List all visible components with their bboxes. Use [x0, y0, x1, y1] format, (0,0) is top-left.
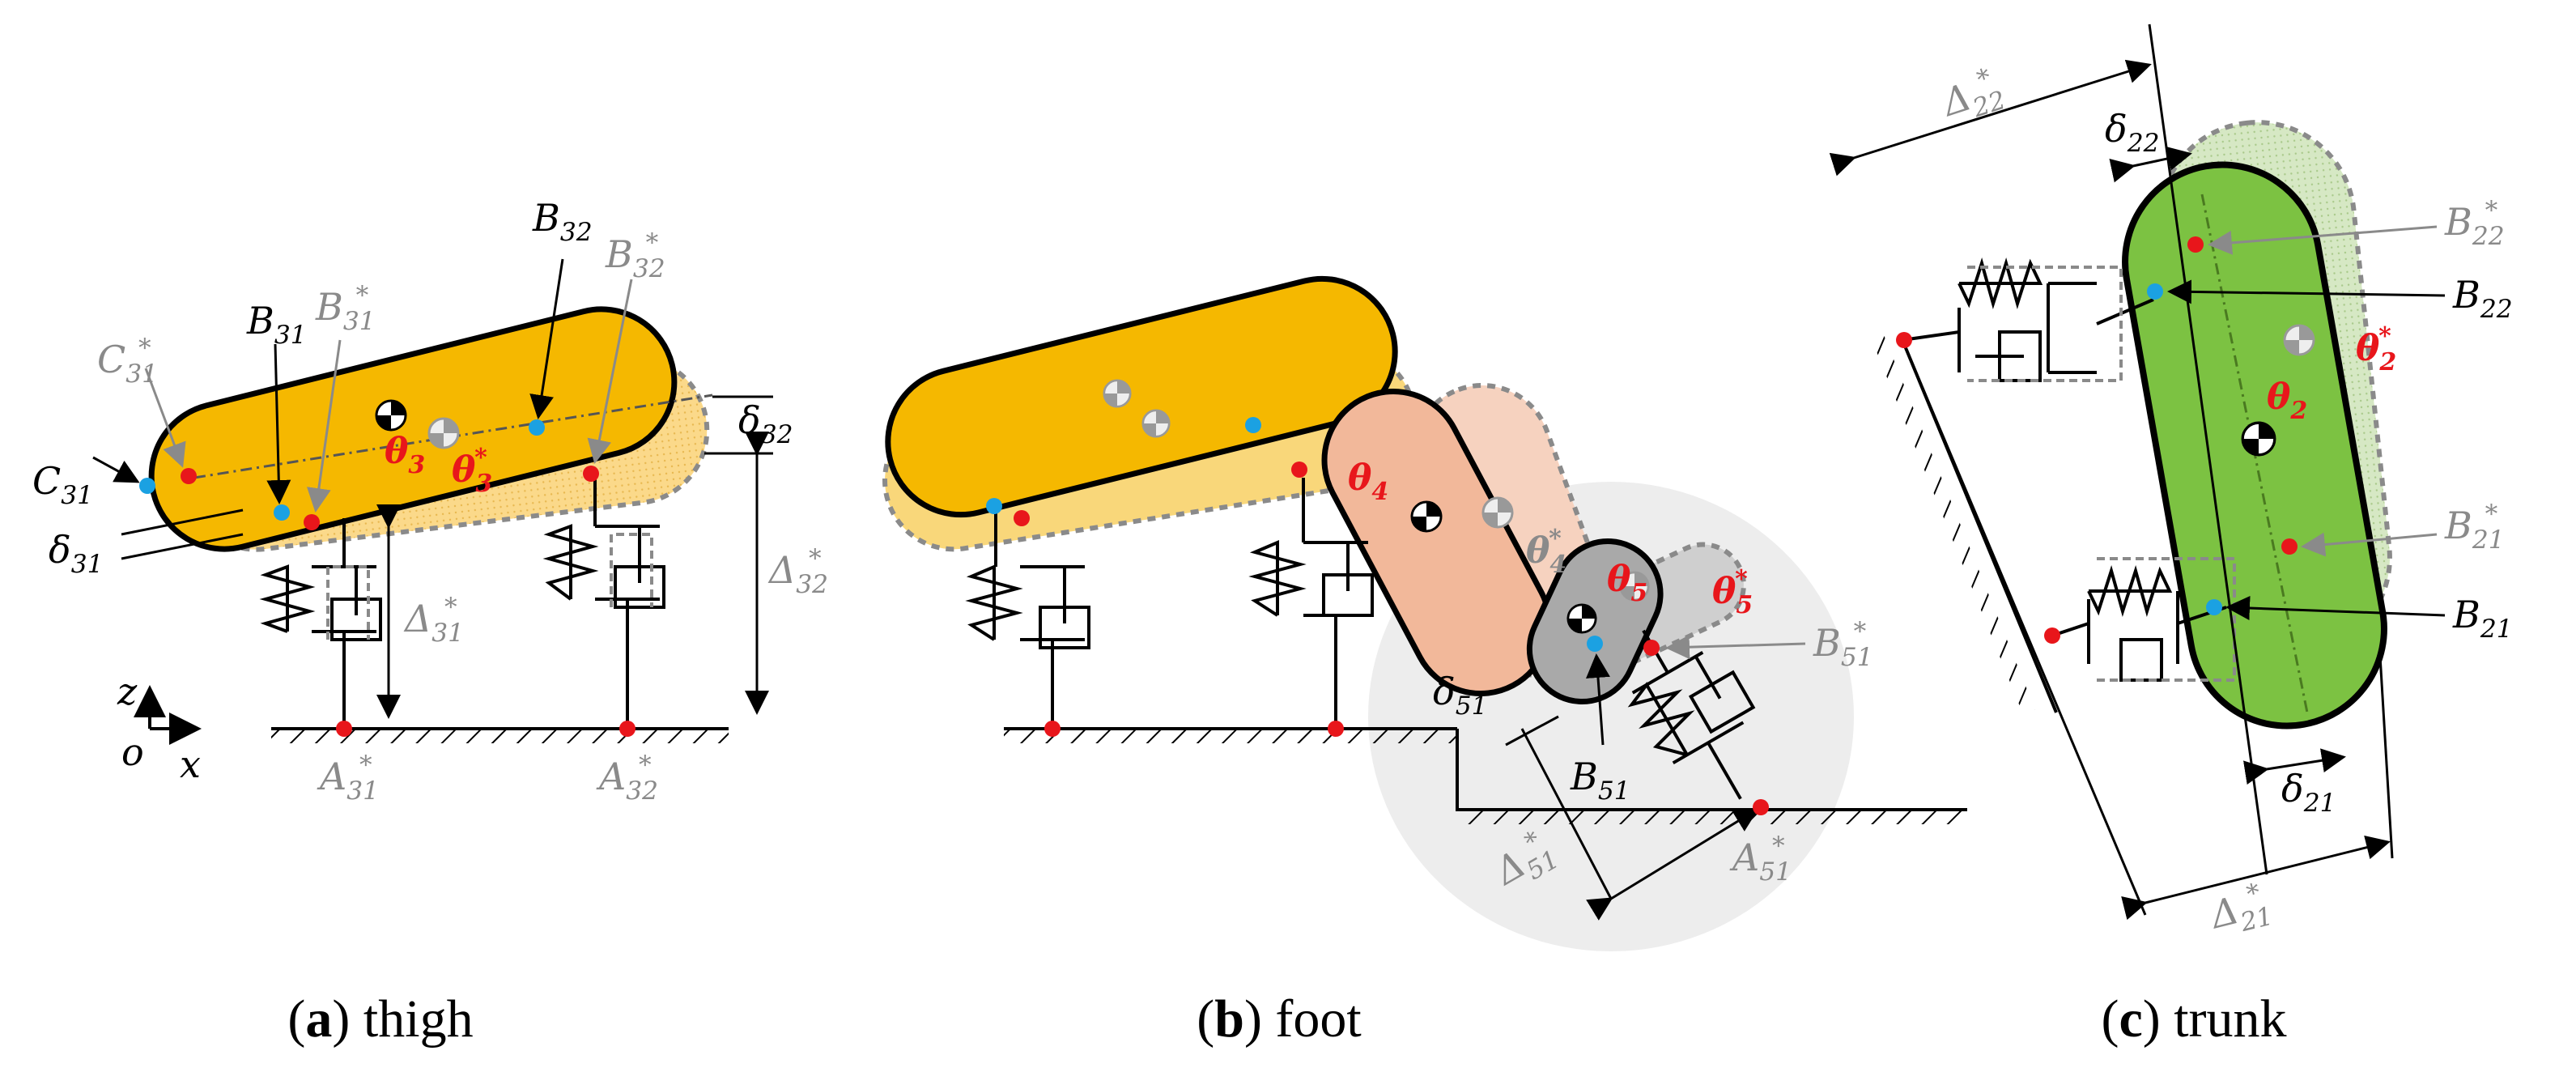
point-B51-ref — [1643, 640, 1660, 656]
label-B21-ref: B21* — [2444, 500, 2505, 555]
center-of-mass-icon — [2283, 324, 2315, 356]
point-B22-ref — [2187, 236, 2204, 253]
point-B32 — [529, 419, 545, 436]
label-delta31: δ31 — [49, 528, 104, 579]
point-blue — [1245, 417, 1261, 433]
point-A32-ref — [619, 721, 635, 737]
label-delta32: δ32 — [738, 398, 793, 449]
axes-icon: z x o — [117, 670, 202, 786]
label-C31-ref: C31* — [97, 334, 158, 389]
point-A31-ref — [336, 721, 352, 737]
spring-damper-icon — [1902, 257, 2154, 382]
label-B22-ref: B22* — [2444, 196, 2505, 251]
label-delta22: δ22 — [2105, 107, 2160, 158]
center-of-mass-icon — [1481, 496, 1514, 529]
label-B22: B22 — [2452, 273, 2513, 324]
axis-x-label: x — [180, 742, 201, 786]
spring-damper-reference — [610, 533, 653, 607]
center-of-mass-icon — [427, 417, 460, 449]
point-C31 — [139, 478, 155, 494]
label-theta4: θ4 — [1348, 457, 1388, 506]
label-A51: A51* — [1729, 832, 1792, 887]
axis-z-label: z — [117, 670, 138, 713]
label-B51-ref: B51* — [1813, 617, 1873, 672]
point-red — [1896, 332, 1912, 348]
point-blue — [986, 498, 1002, 514]
panel-b-foot: θ4 θ4* θ5 θ5* δ51 B51 B51* Δ51* A51* (b)… — [882, 275, 1967, 1049]
thigh-body — [885, 275, 1398, 518]
spring-damper-reference — [1967, 266, 2123, 382]
spring-damper-reference — [326, 565, 370, 640]
point-red — [1291, 462, 1307, 478]
panel-a-thigh: C31 C31* B31 B31* B32 B32* θ3 θ3* δ32 δ3… — [32, 196, 828, 1049]
label-B31-ref: B31* — [315, 281, 376, 336]
label-delta21: δ21 — [2281, 767, 2336, 818]
point-B51 — [1587, 636, 1603, 652]
center-of-mass-icon — [2241, 421, 2276, 457]
spring-damper-icon — [259, 518, 382, 725]
label-B32-ref: B32* — [605, 228, 665, 283]
label-theta4-ref: θ4* — [1526, 525, 1566, 579]
label-theta5: θ5 — [1607, 559, 1647, 607]
center-of-mass-icon — [1103, 379, 1132, 408]
center-of-mass-icon — [375, 399, 407, 432]
point-B31 — [274, 504, 290, 521]
label-B21: B21 — [2452, 593, 2513, 644]
label-delta51: δ51 — [1433, 670, 1488, 721]
label-theta5-ref: θ5* — [1712, 565, 1753, 619]
panel-c-trunk: Δ22* δ22 B22* B22 θ2* θ2 B21* B21 δ21 Δ2… — [1829, 23, 2513, 1049]
label-theta2: θ2 — [2267, 376, 2307, 425]
point-B21-ref — [2281, 538, 2298, 555]
point-A51-ref — [1753, 799, 1769, 815]
spring-damper-icon — [965, 510, 1090, 725]
label-B51: B51 — [1570, 755, 1630, 806]
point-red — [1044, 721, 1061, 737]
point-B21 — [2206, 599, 2222, 615]
ground-hatch-icon — [271, 730, 729, 743]
label-theta3-ref: θ3* — [452, 444, 492, 498]
wall-hatch-icon — [1871, 334, 2036, 715]
axis-o-label: o — [121, 730, 144, 774]
caption-c: (c) trunk — [2101, 989, 2286, 1049]
label-A31: A31* — [317, 751, 379, 806]
label-B32: B32 — [532, 196, 593, 247]
label-B31: B31 — [246, 299, 307, 350]
spring-damper-icon — [1248, 478, 1374, 725]
label-theta2-ref: θ2* — [2356, 322, 2396, 376]
center-of-mass-icon — [1141, 409, 1171, 438]
label-A32: A32* — [596, 751, 658, 806]
point-B32-ref — [583, 466, 599, 482]
ground-hatch-icon — [1461, 811, 1963, 824]
label-theta3: θ3 — [385, 431, 425, 479]
label-Delta31: Δ31* — [403, 593, 464, 648]
center-of-mass-icon — [1566, 603, 1597, 634]
point-C31-ref — [181, 468, 197, 484]
label-C31: C31 — [32, 459, 93, 510]
label-Delta32: Δ32* — [767, 544, 828, 599]
point-B22 — [2147, 283, 2163, 300]
point-red — [1328, 721, 1344, 737]
point-red — [1014, 510, 1030, 526]
spring-damper-icon — [1627, 629, 1756, 800]
caption-b: (b) foot — [1197, 989, 1362, 1049]
ground-hatch-icon — [1004, 730, 1457, 743]
caption-a: (a) thigh — [287, 989, 473, 1049]
point-B31-ref — [304, 514, 320, 530]
center-of-mass-icon — [1410, 500, 1443, 533]
spring-damper-icon — [542, 478, 665, 725]
point-red — [2044, 627, 2060, 644]
